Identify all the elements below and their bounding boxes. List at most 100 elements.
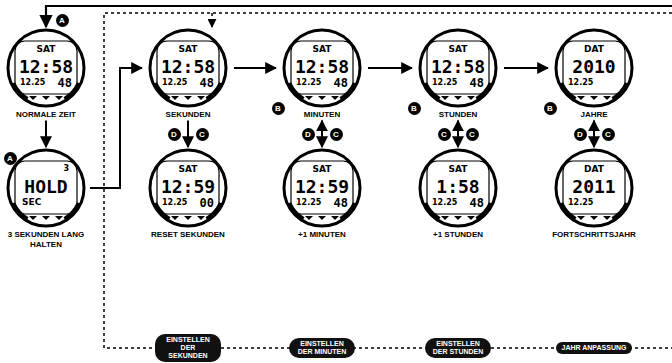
display-text: SAT — [415, 164, 501, 174]
watch-dial: DAT 201012.25 — [551, 28, 637, 108]
display-text: 48 — [58, 76, 72, 90]
display-text: SAT — [3, 44, 89, 54]
band-text: EINSTELLEN DER MINUTEN — [295, 340, 349, 356]
button-callout: B — [272, 102, 285, 115]
mode-marker — [55, 216, 63, 220]
display-text: 12:59 — [145, 176, 231, 197]
watch-dial: SAT 12:5812.25 48 — [3, 28, 89, 108]
mode-marker — [590, 216, 598, 220]
display-text: 48 — [200, 76, 214, 90]
button-callout: B — [544, 102, 557, 115]
display-text: 12.25 — [432, 198, 457, 207]
mode-marker — [171, 96, 179, 100]
display-text: 1:58 — [415, 176, 501, 197]
mode-marker — [171, 216, 179, 220]
flow-arrow — [234, 67, 276, 69]
bezel-mark — [612, 202, 629, 220]
return-line — [46, 6, 672, 27]
mode-marker — [590, 96, 598, 100]
mode-marker — [29, 96, 37, 100]
watch-state: 3HOLDSEC3 SEKUNDEN LANG HALTEN — [3, 148, 89, 249]
state-caption: +1 MINUTEN — [277, 230, 367, 240]
state-caption: STUNDEN — [413, 110, 503, 120]
button-callout: C — [602, 128, 615, 141]
flow-arrow — [187, 121, 189, 147]
mode-band: EINSTELLEN DER MINUTEN — [289, 338, 355, 358]
display-text: 12.25 — [568, 198, 593, 207]
flow-arrow — [90, 68, 142, 188]
bezel-mark — [612, 82, 629, 100]
display-text: SAT — [279, 164, 365, 174]
display-text: DAT — [551, 164, 637, 174]
display-text: 48 — [470, 196, 484, 210]
bezel-mark — [64, 202, 81, 220]
mode-marker — [184, 216, 192, 220]
mode-marker — [331, 96, 339, 100]
watch-state: SAT 12:5812.25 48NORMALE ZEIT — [1, 28, 91, 120]
display-text: 12:59 — [279, 176, 365, 197]
mode-marker — [42, 96, 50, 100]
mode-band: EINSTELLEN DER STUNDEN — [425, 338, 491, 358]
mode-marker — [184, 96, 192, 100]
display-text: 12.25 — [162, 198, 187, 207]
mode-marker — [467, 96, 475, 100]
display-text: 2010 — [551, 56, 637, 77]
state-caption: RESET SEKUNDEN — [143, 230, 233, 240]
mode-band: EINSTELLEN DER SEKUNDEN — [155, 334, 221, 362]
mode-marker — [331, 216, 339, 220]
watch-state: DAT201012.25JAHRE — [549, 28, 639, 120]
flow-arrow — [593, 121, 595, 147]
watch-state: DAT 201112.25FORTSCHRITTSJAHR — [549, 148, 639, 240]
dashed-loop — [104, 13, 672, 348]
mode-marker — [318, 96, 326, 100]
button-callout: C — [330, 128, 343, 141]
mode-marker — [42, 216, 50, 220]
mode-marker — [577, 96, 585, 100]
flow-arrow — [457, 121, 459, 147]
watch-dial: SAT 1:5812.25 48 — [415, 148, 501, 228]
button-callout: A — [56, 14, 69, 27]
watch-state: SAT12:5912.2548+1 MINUTEN — [277, 148, 367, 240]
state-caption: FORTSCHRITTSJAHR — [549, 230, 639, 240]
dashed-return — [211, 13, 213, 27]
watch-dial: SAT12:5912.2548 — [279, 148, 365, 228]
button-callout: D — [168, 128, 181, 141]
state-caption: NORMALE ZEIT — [1, 110, 91, 120]
mode-band: JAHR ANPASSUNG — [556, 342, 633, 354]
mode-marker — [197, 96, 205, 100]
flow-arrow — [504, 67, 548, 69]
display-text: 48 — [470, 76, 484, 90]
mode-marker — [603, 216, 611, 220]
flow-arrow — [368, 67, 412, 69]
state-caption: SEKUNDEN — [143, 110, 233, 120]
state-caption: +1 STUNDEN — [413, 230, 503, 240]
display-text: SAT — [415, 44, 501, 54]
band-text: EINSTELLEN DER SEKUNDEN — [161, 336, 215, 360]
mode-marker — [441, 216, 449, 220]
display-text: 12.25 — [20, 78, 45, 87]
button-callout: D — [574, 128, 587, 141]
state-caption: 3 SEKUNDEN LANG HALTEN — [3, 230, 89, 249]
mode-marker — [318, 216, 326, 220]
mode-marker — [441, 96, 449, 100]
mode-marker — [454, 96, 462, 100]
watch-state: SAT12:5812.2548MINUTEN — [277, 28, 367, 120]
flow-arrow — [45, 121, 47, 147]
watch-dial: DAT 201112.25 — [551, 148, 637, 228]
mode-marker — [603, 96, 611, 100]
button-callout: D — [302, 128, 315, 141]
display-text: SEC — [22, 197, 41, 207]
button-callout: B — [408, 102, 421, 115]
band-text: JAHR ANPASSUNG — [562, 344, 627, 352]
mode-marker — [577, 216, 585, 220]
display-text: 48 — [334, 76, 348, 90]
display-text: SAT — [279, 44, 365, 54]
watch-dial: SAT12:5812.2548 — [145, 28, 231, 108]
watch-state: SAT12:5812.2548SEKUNDEN — [143, 28, 233, 120]
display-text: DAT — [551, 44, 637, 54]
display-text: 2011 — [551, 176, 637, 197]
display-text: 12:58 — [3, 56, 89, 77]
display-text: 12.25 — [568, 78, 593, 87]
mode-marker — [454, 216, 462, 220]
display-text: 48 — [334, 196, 348, 210]
